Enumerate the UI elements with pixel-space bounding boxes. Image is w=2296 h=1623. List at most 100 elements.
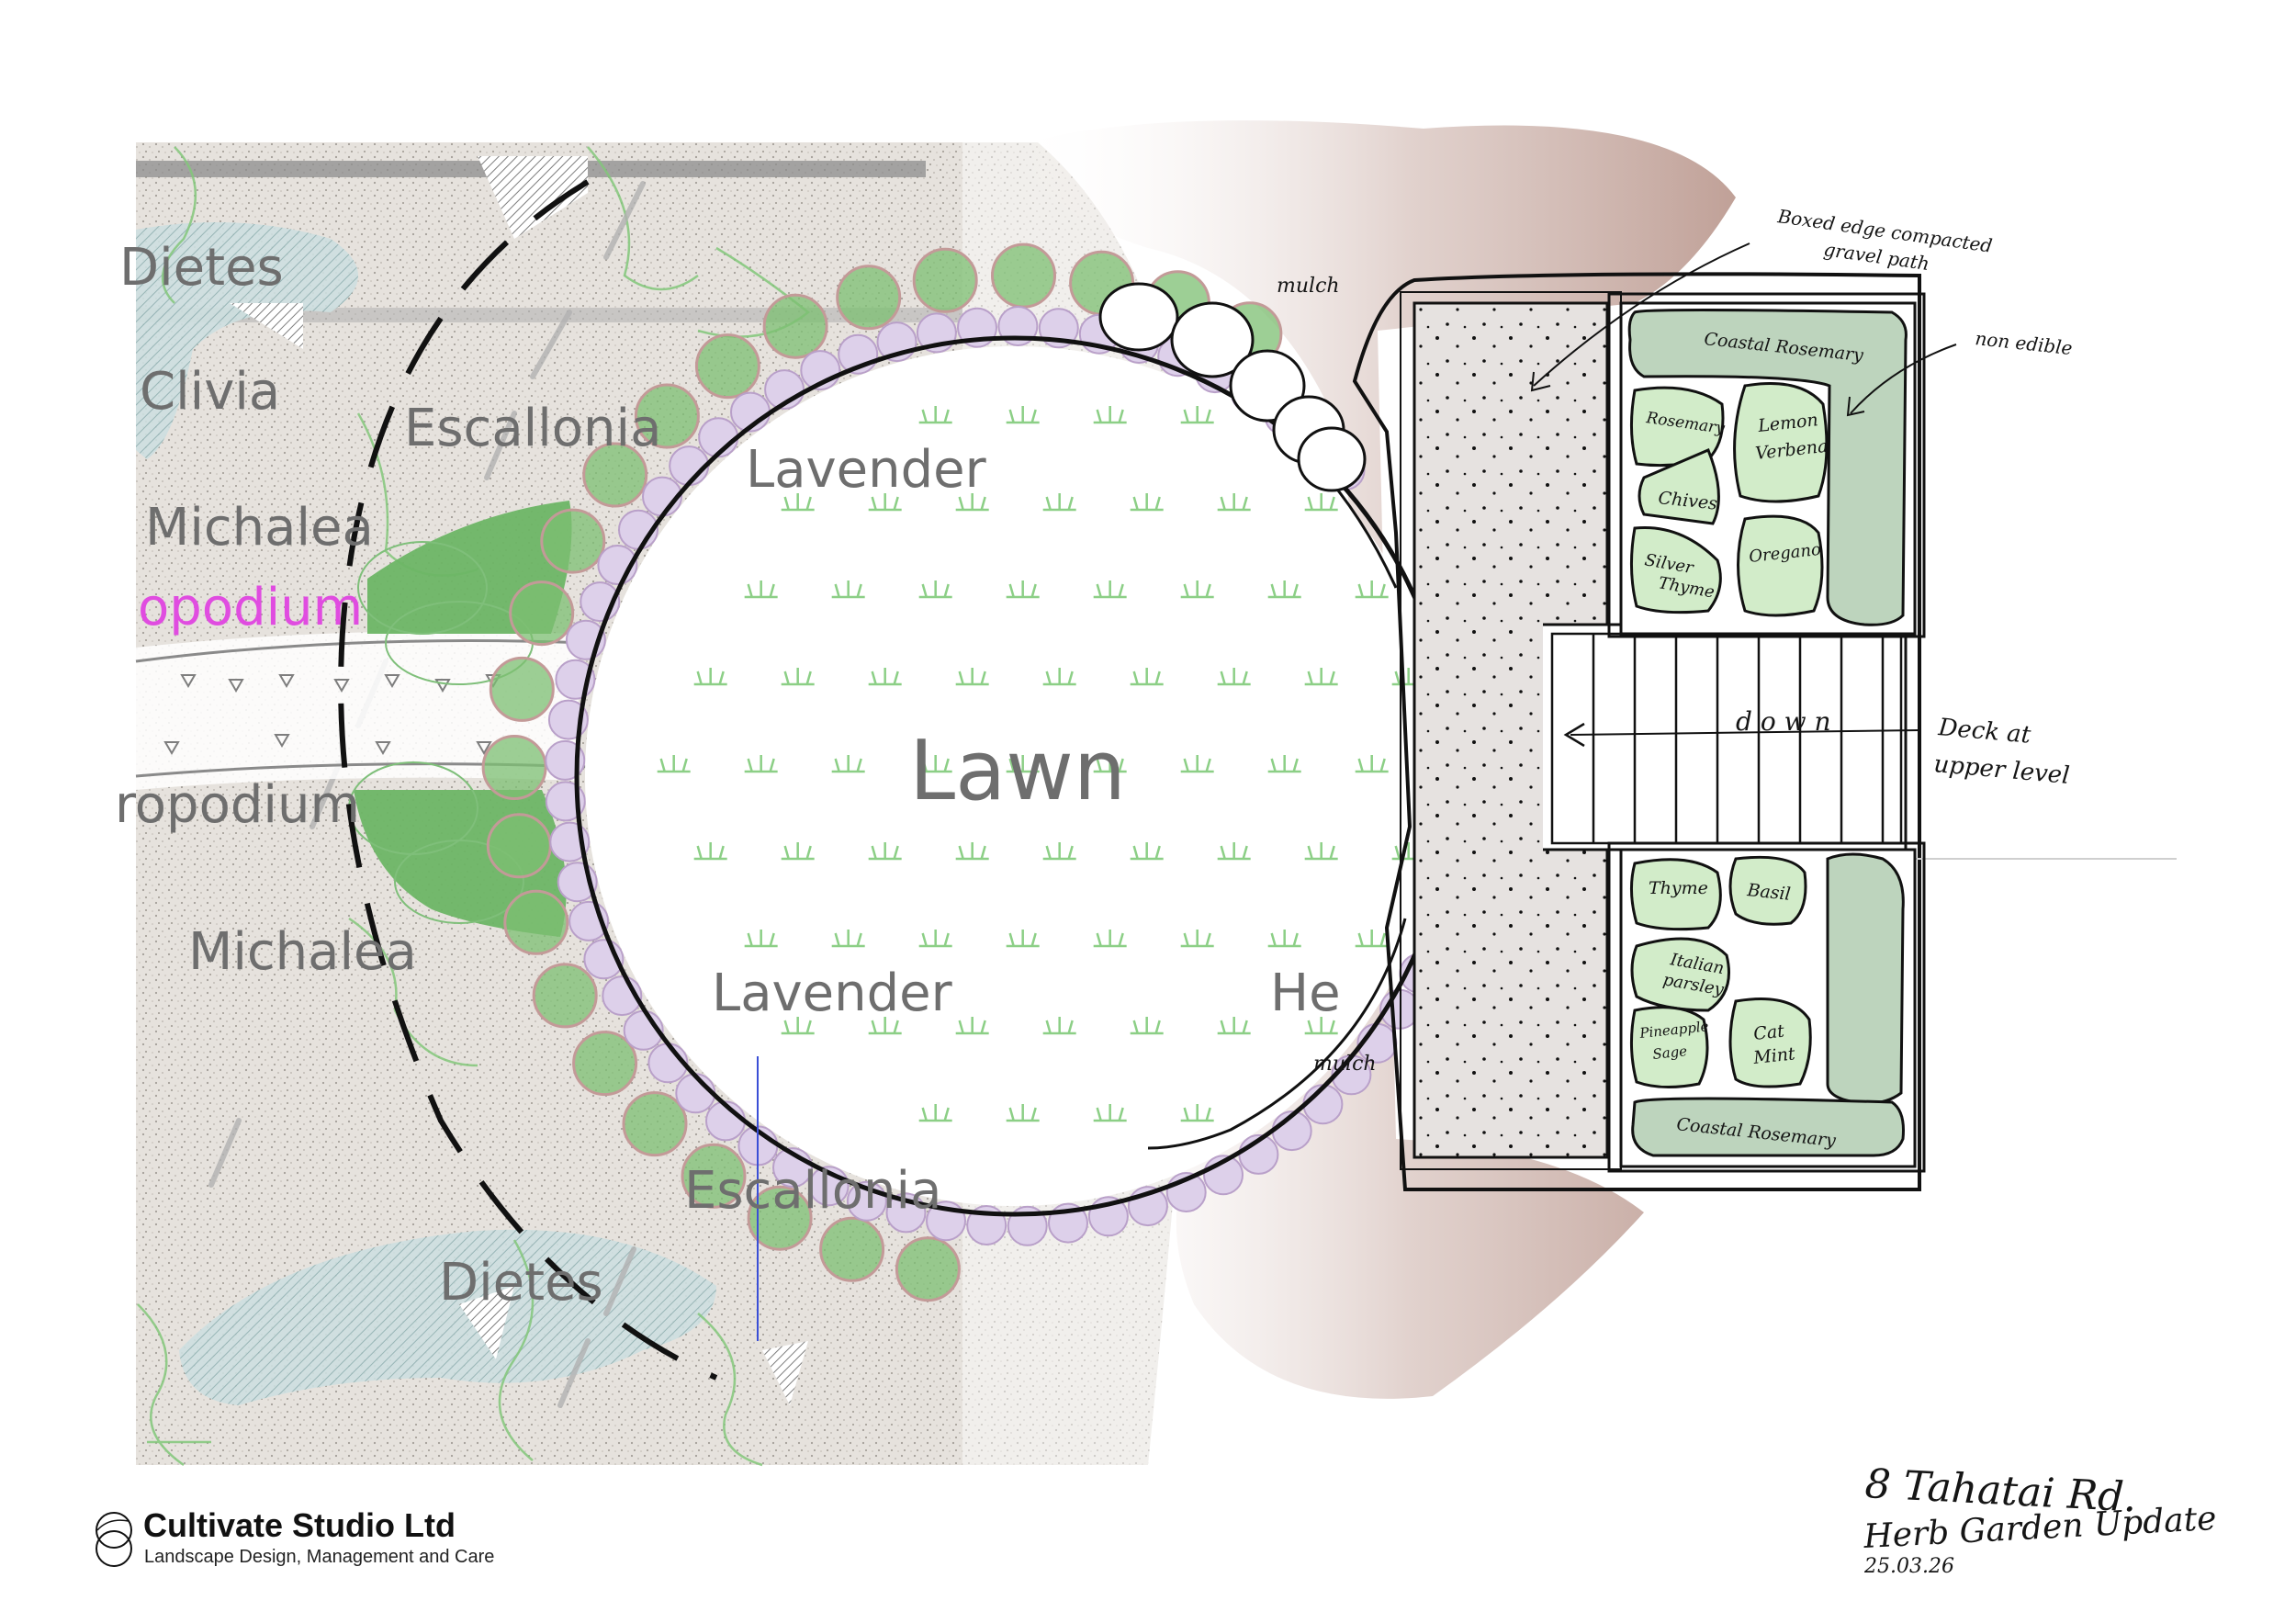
grass-tuft [1180, 755, 1214, 773]
dark-hatch-left [230, 303, 303, 349]
escallonia-shrub [622, 1091, 688, 1157]
grass-tuft [1217, 842, 1251, 861]
escallonia-shrub [572, 1031, 638, 1097]
label-clivia: Clivia [140, 362, 280, 422]
lawn-grass-tufts [657, 406, 1425, 1122]
logo-icon [96, 1512, 132, 1567]
path-note-arrow-head [1530, 371, 1551, 392]
grass-tuft [1093, 755, 1127, 773]
silver-thyme-bed[interactable] [1629, 525, 1722, 614]
down-arrow-line [1570, 729, 1920, 736]
grass-tuft [1355, 755, 1389, 773]
lemon-verbena-bed[interactable] [1733, 382, 1829, 503]
grass-tuft [744, 755, 778, 773]
thyme-bed[interactable] [1629, 858, 1722, 931]
grass-tuft [1180, 930, 1214, 948]
grass-tuft [1304, 493, 1338, 512]
lower-herb-bed-outer [1607, 841, 1926, 1173]
grass-tuft [868, 842, 902, 861]
label-he: He [1270, 964, 1341, 1023]
dietes-top-shape [136, 222, 358, 459]
grass-tuft [657, 755, 691, 773]
note-down: d o w n [1736, 706, 1830, 737]
label-thyme: Thyme [1649, 878, 1708, 898]
note-deck-line1: Deck at [1936, 714, 2032, 750]
company-logo: Cultivate Studio Ltd Landscape Design, M… [92, 1506, 569, 1580]
grass-tuft [1130, 1017, 1164, 1035]
grass-tuft [955, 1017, 989, 1035]
dashed-arc [338, 179, 718, 1381]
note-mulch-bottom: mulch [1313, 1053, 1377, 1076]
grass-tuft [1217, 493, 1251, 512]
label-cat-1: Cat [1752, 1021, 1785, 1044]
paving-strip [136, 631, 579, 790]
label-escallonia-top: Escallonia [404, 399, 661, 458]
grass-tuft [918, 755, 952, 773]
lavender-plant [675, 1073, 716, 1114]
coastal-rosemary-top-bed[interactable] [1627, 309, 1908, 626]
cat-mint-bed[interactable] [1728, 997, 1812, 1088]
grass-tuft [1130, 842, 1164, 861]
escallonia-shrub [762, 293, 828, 359]
title-date: 25.03.26 [1863, 1555, 1954, 1578]
grass-tuft [1355, 580, 1389, 599]
company-name: Cultivate Studio Ltd [143, 1506, 456, 1544]
label-dietes-top: Dietes [119, 238, 284, 298]
escallonia-shrub [895, 1236, 961, 1302]
dark-hatch-bottom [762, 1341, 808, 1405]
label-basil: Basil [1745, 880, 1791, 905]
lawn-circle [585, 346, 1445, 1206]
label-pineapple-2: Sage [1652, 1043, 1688, 1063]
escallonia-shrub [481, 735, 547, 800]
label-cat-2: Mint [1751, 1043, 1796, 1068]
pineapple-sage-bed[interactable] [1629, 1006, 1709, 1089]
label-lavender-bottom: Lavender [712, 964, 953, 1023]
boulders [1098, 282, 1367, 492]
escallonia-shrub [540, 508, 606, 574]
label-podium-top: opodium [138, 578, 363, 637]
escallonia-shrub [503, 889, 569, 955]
grass-tuft [1180, 406, 1214, 424]
deck-steps[interactable] [1543, 623, 1908, 851]
chives-bed[interactable] [1638, 448, 1720, 525]
grass-tuft [1042, 668, 1076, 686]
grass-tuft [1006, 580, 1040, 599]
grass-tuft [868, 668, 902, 686]
grass-tuft [1267, 580, 1301, 599]
grass-tuft [1391, 842, 1425, 861]
escallonia-shrub [836, 265, 902, 331]
grass-tuft [1042, 842, 1076, 861]
coastal-rosemary-lower-right[interactable] [1826, 852, 1905, 1105]
grass-tuft [693, 668, 727, 686]
michalea-scribbles [348, 541, 534, 924]
grass-tuft [831, 755, 865, 773]
grass-tuft [1391, 668, 1425, 686]
coastal-rosemary-bottom-bed[interactable] [1631, 1097, 1905, 1157]
non-edible-arrow [1850, 344, 1957, 414]
dark-hatch-top [478, 156, 588, 239]
note-non-edible: non edible [1974, 327, 2073, 359]
grass-tuft [1130, 668, 1164, 686]
grass-tuft [781, 1017, 815, 1035]
grass-tuft [831, 930, 865, 948]
grass-tuft [955, 842, 989, 861]
escallonia-shrub [747, 1185, 813, 1251]
label-escallonia-bottom: Escallonia [684, 1161, 941, 1221]
grass-tuft [1006, 755, 1040, 773]
escallonia-shrub [681, 1143, 747, 1209]
garden-outline [1352, 272, 1921, 1191]
label-michalea-top: Michalea [145, 498, 374, 558]
grass-tuft [1093, 580, 1127, 599]
italian-parsley-bed[interactable] [1630, 937, 1730, 1012]
top-wall-shadow [136, 308, 962, 322]
label-dietes-bottom: Dietes [439, 1253, 603, 1313]
grass-tuft [868, 1017, 902, 1035]
path-note-arrow [1533, 242, 1750, 387]
grass-tuft [1267, 930, 1301, 948]
basil-bed[interactable] [1728, 855, 1807, 926]
grass-tuft [1093, 1104, 1127, 1122]
oregano-bed[interactable] [1737, 514, 1824, 617]
grass-tuft [1180, 580, 1214, 599]
dark-hatch-bottom2 [459, 1286, 514, 1359]
grass-tuft [781, 668, 815, 686]
